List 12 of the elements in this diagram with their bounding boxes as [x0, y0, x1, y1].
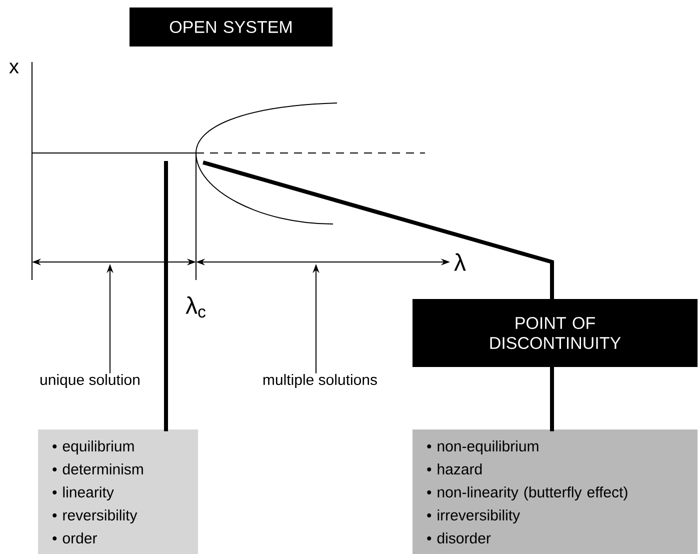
leader-line — [550, 365, 554, 432]
leader-line — [164, 161, 168, 432]
axis-label: x — [9, 62, 19, 74]
list-box: • equilibrium • determinism • linearity • reversibility • order — [38, 430, 198, 554]
title-box: OPEN SYSTEM — [130, 8, 332, 46]
axis-label: λ — [454, 253, 466, 271]
list-box: • non-equilibrium • hazard • non-linearity (butterfly effect) • irreversibility • disorder — [412, 430, 698, 554]
callout-box: POINT OF DISCONTINUITY — [412, 299, 698, 367]
caption-text: multiple solutions — [263, 374, 377, 388]
caption-text: unique solution — [40, 374, 140, 388]
axis-label: λ$_{c}$ — [186, 296, 206, 318]
leader-line — [203, 161, 554, 301]
